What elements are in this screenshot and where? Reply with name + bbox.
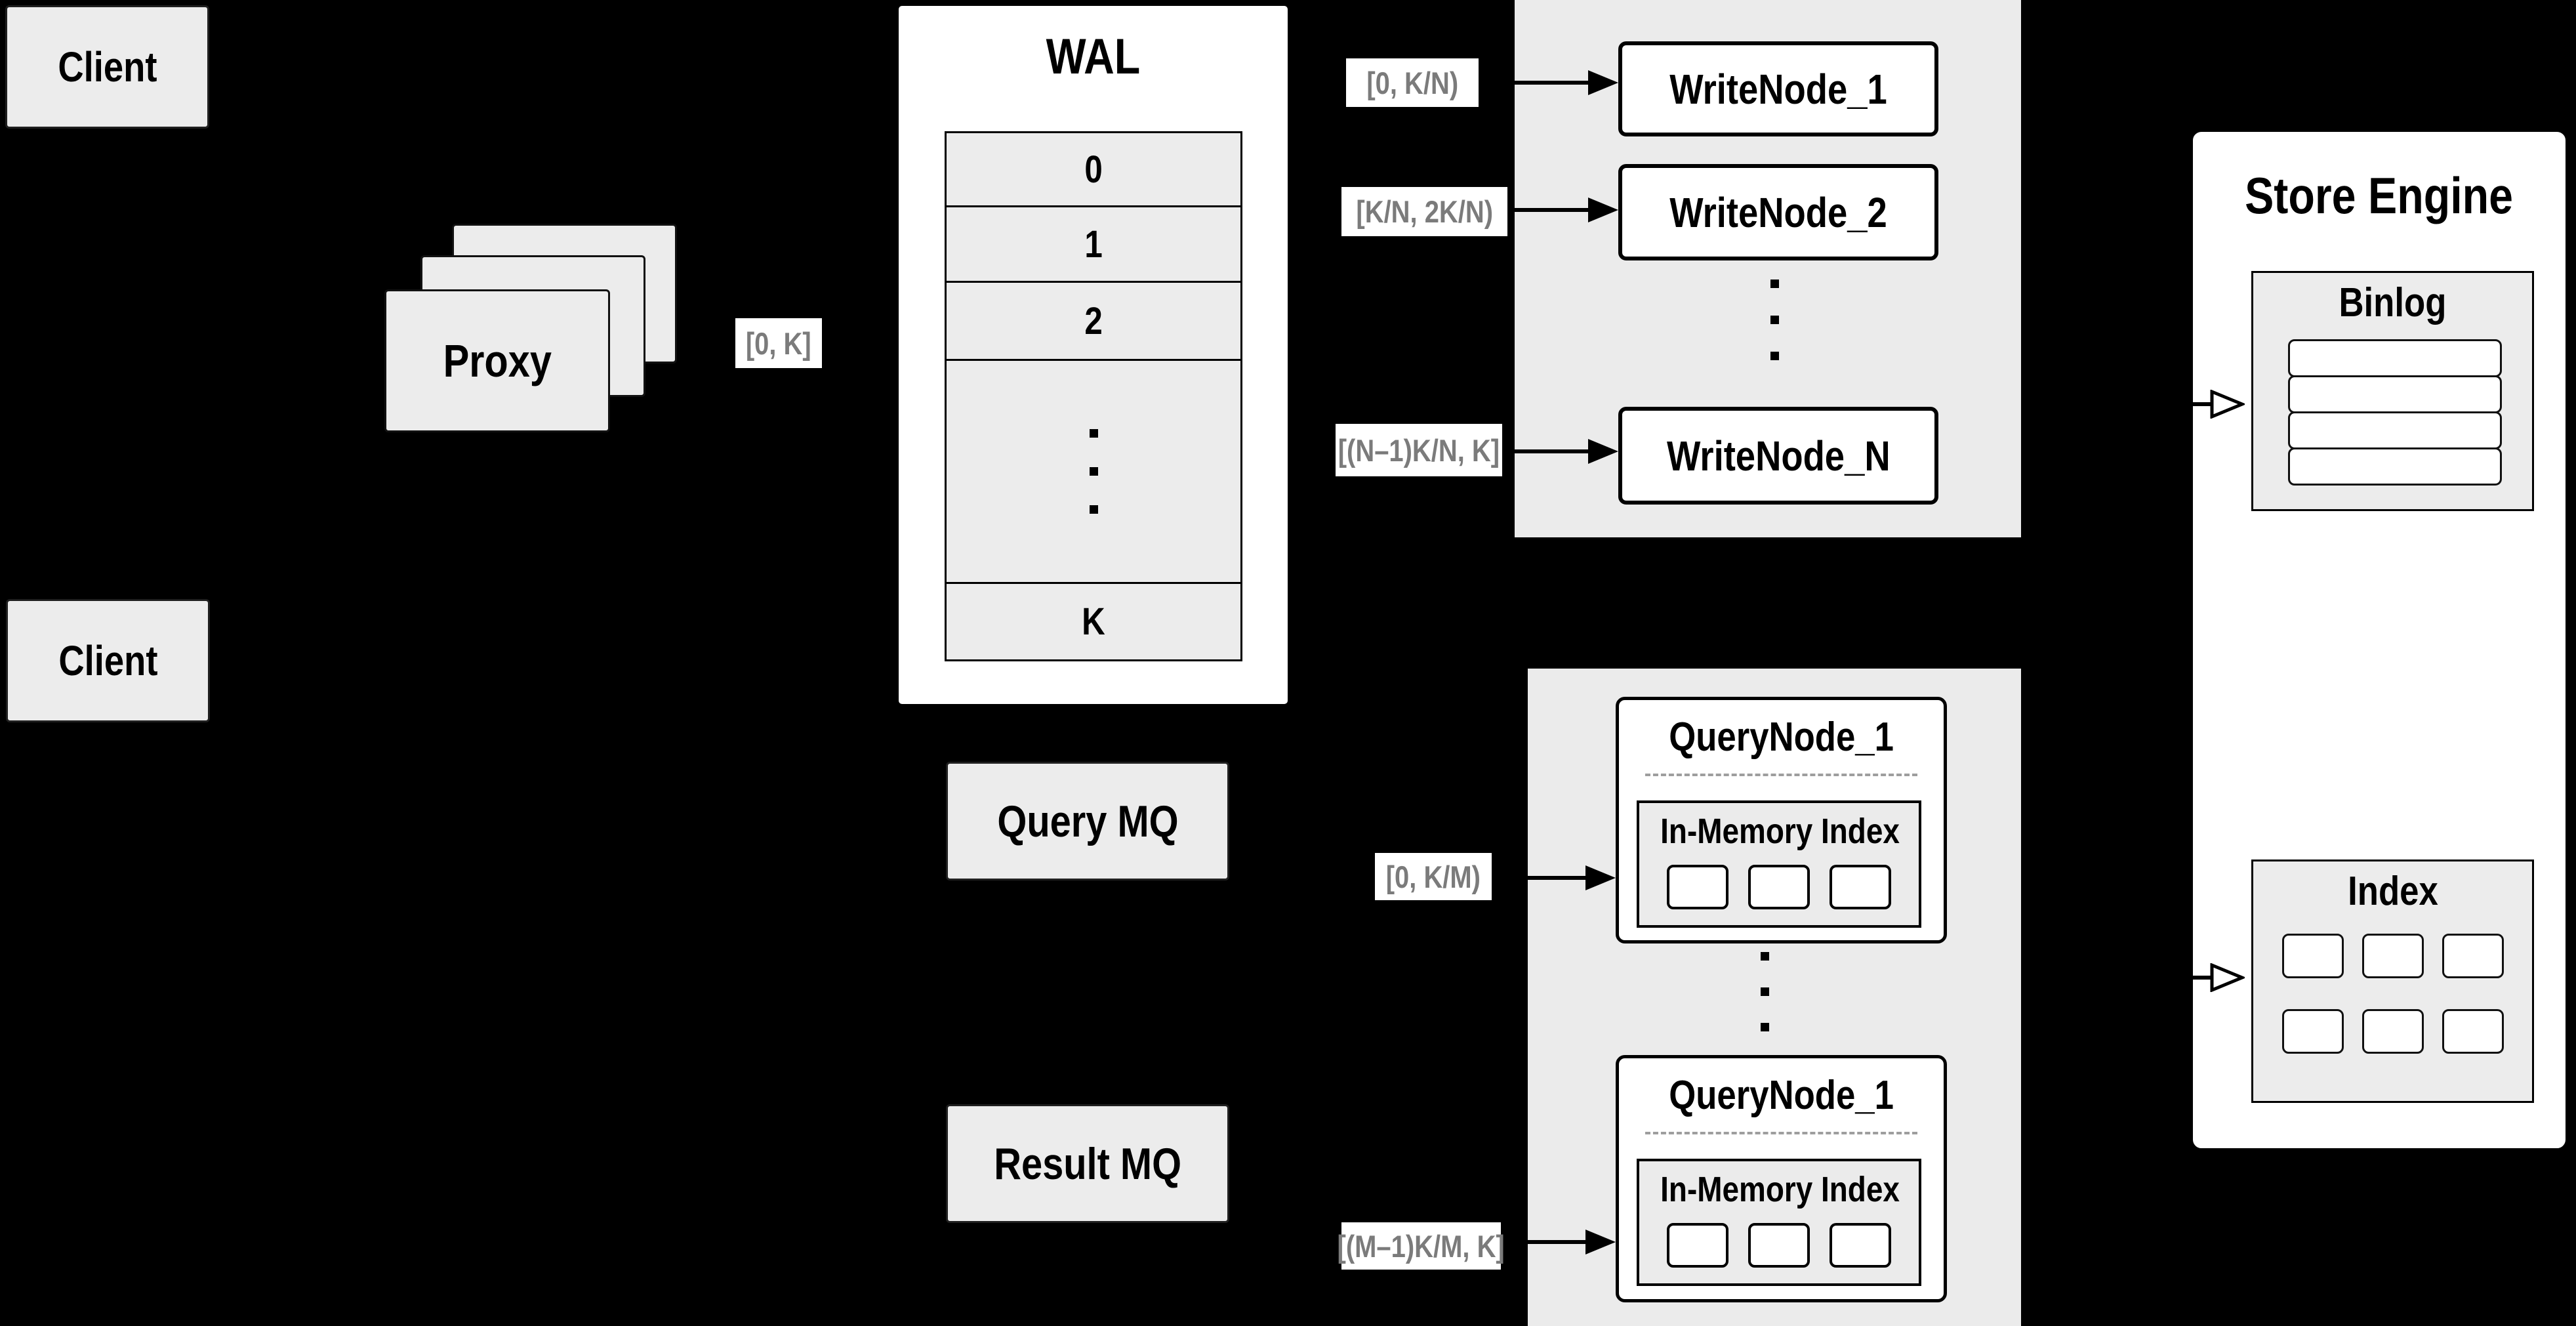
binlog-row — [2288, 447, 2502, 486]
index-square — [2361, 1009, 2424, 1054]
dashed-divider — [1645, 1132, 1917, 1134]
index-square — [2281, 934, 2344, 978]
arrow-to-write-node-1 — [1486, 70, 1618, 95]
result-mq-box: Result MQ — [946, 1104, 1229, 1223]
index-square — [2361, 934, 2424, 978]
vertical-ellipsis-icon — [1761, 952, 1769, 1031]
range-chip-write-1: [0, K/N) — [1346, 58, 1479, 107]
segment-square — [1667, 1223, 1728, 1268]
arrow-to-index — [2146, 963, 2245, 992]
wal-segment: K — [945, 582, 1242, 661]
dashed-divider — [1645, 774, 1917, 776]
segment-square — [1830, 865, 1891, 909]
range-chip-write-2: [K/N, 2K/N) — [1341, 187, 1507, 236]
client-label: Client — [58, 637, 158, 684]
segment-square — [1748, 865, 1810, 909]
query-mq-box: Query MQ — [946, 762, 1229, 881]
client-box-bottom: Client — [6, 599, 210, 722]
segment-square — [1748, 1223, 1810, 1268]
in-memory-index-box: In-Memory Index — [1637, 800, 1921, 928]
arrow-to-write-node-n — [1509, 439, 1618, 464]
binlog-row — [2288, 339, 2502, 377]
vertical-ellipsis-icon — [1770, 280, 1779, 360]
segment-square — [1830, 1223, 1891, 1268]
write-node-1: WriteNode_1 — [1618, 41, 1938, 136]
range-chip-query-m: [(M–1)K/M, K] — [1338, 1222, 1505, 1270]
arrow-to-write-node-2 — [1514, 197, 1618, 222]
query-node-2: QueryNode_1 In-Memory Index — [1616, 1055, 1947, 1302]
index-box: Index — [2251, 860, 2534, 1103]
wal-segment: 0 — [945, 131, 1242, 207]
wal-segment: 1 — [945, 205, 1242, 283]
proxy-label: Proxy — [443, 335, 552, 386]
proxy-box: Proxy — [384, 289, 610, 432]
arrow-to-query-node-2 — [1507, 1230, 1616, 1254]
range-chip-write-n: [(N–1)K/N, K] — [1336, 424, 1502, 476]
write-node-n: WriteNode_N — [1618, 407, 1938, 505]
wal-segment: 2 — [945, 281, 1242, 361]
wal-box: WAL 0 1 2 K — [897, 4, 1290, 706]
index-square — [2442, 1009, 2504, 1054]
arrow-to-query-node-1 — [1499, 865, 1616, 890]
write-node-2: WriteNode_2 — [1618, 164, 1938, 260]
segment-square — [1667, 865, 1728, 909]
vertical-ellipsis-icon — [1089, 429, 1098, 514]
client-label: Client — [57, 43, 157, 91]
index-grid — [2253, 934, 2532, 1054]
index-square — [2442, 934, 2504, 978]
range-chip-proxy-wal: [0, K] — [735, 318, 822, 368]
store-engine-box: Store Engine Binlog Index — [2191, 130, 2567, 1150]
range-chip-query-1: [0, K/M) — [1375, 853, 1492, 900]
in-memory-index-box: In-Memory Index — [1637, 1159, 1921, 1286]
arrow-to-binlog — [2146, 390, 2245, 419]
index-square — [2281, 1009, 2344, 1054]
index-segments — [1639, 1223, 1919, 1268]
binlog-box: Binlog — [2251, 271, 2534, 511]
index-segments — [1639, 865, 1919, 909]
wal-title: WAL — [1046, 29, 1141, 85]
query-node-1: QueryNode_1 In-Memory Index — [1616, 697, 1947, 943]
binlog-row — [2288, 411, 2502, 449]
store-engine-title: Store Engine — [2245, 167, 2514, 224]
client-box-top: Client — [5, 5, 209, 129]
binlog-row — [2288, 375, 2502, 413]
binlog-rows — [2288, 339, 2502, 486]
wal-segment-ellipsis — [945, 359, 1242, 584]
wal-segment-table: 0 1 2 K — [945, 131, 1242, 661]
